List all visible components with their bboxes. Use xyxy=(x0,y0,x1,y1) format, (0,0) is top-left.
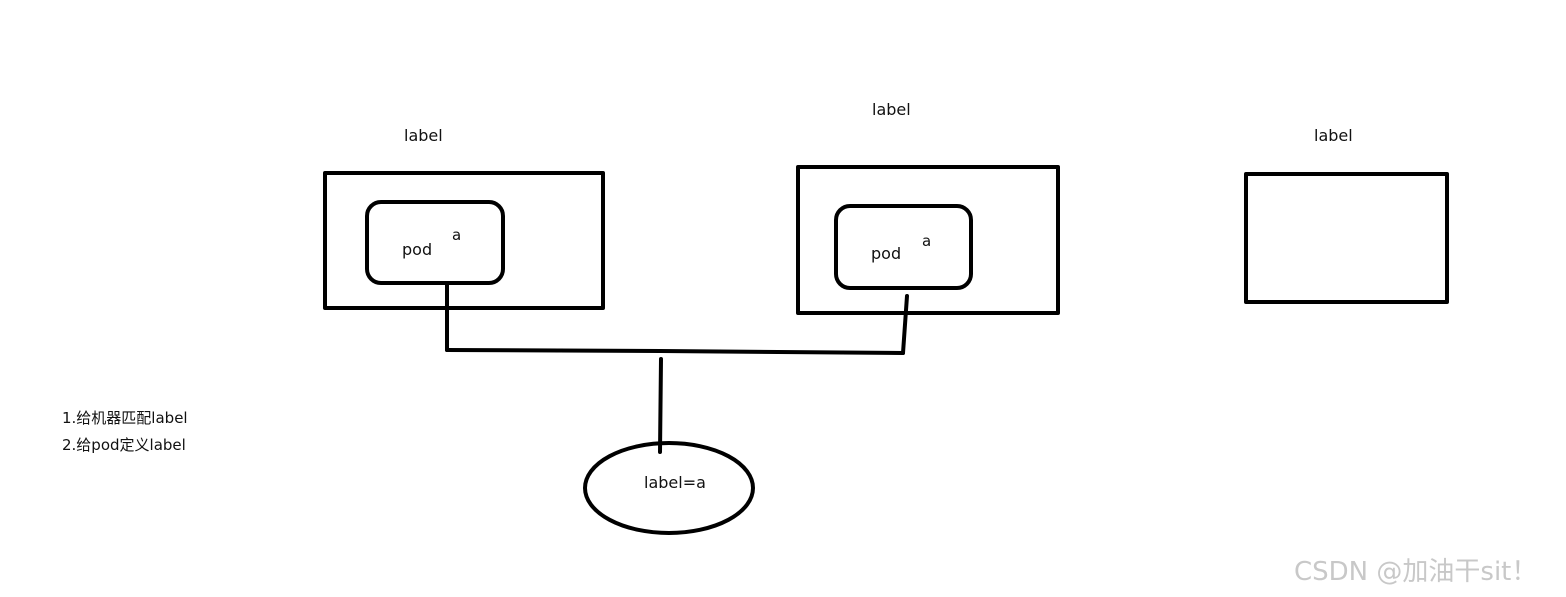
node-1-pod-label: pod xyxy=(402,240,432,259)
selector: label=a xyxy=(583,441,755,535)
node-2-label: label xyxy=(872,100,911,119)
connector-bus xyxy=(445,348,905,355)
node-1-pod-tag: a xyxy=(452,226,461,244)
node-1-box xyxy=(323,171,605,310)
node-3: label xyxy=(1244,126,1449,304)
node-3-box xyxy=(1244,172,1449,304)
connector-selector xyxy=(658,357,663,454)
node-3-label: label xyxy=(1314,126,1353,145)
node-1-label: label xyxy=(404,126,443,145)
node-2-box xyxy=(796,165,1060,315)
node-2-pod-tag: a xyxy=(922,232,931,250)
node-1: label pod a xyxy=(323,126,605,310)
note-2: 2.给pod定义label xyxy=(62,436,186,454)
connectors xyxy=(445,281,909,454)
notes: 1.给机器匹配label 2.给pod定义label xyxy=(62,409,188,454)
node-1-pod xyxy=(365,200,505,285)
note-1: 1.给机器匹配label xyxy=(62,409,188,427)
node-2-pod xyxy=(834,204,973,290)
node-2: label pod a xyxy=(796,100,1060,315)
connector-pod-2 xyxy=(901,294,909,355)
selector-label: label=a xyxy=(644,473,706,492)
watermark: CSDN @加油干sit！ xyxy=(1294,557,1537,587)
selector-ellipse xyxy=(583,441,755,535)
node-2-pod-label: pod xyxy=(871,244,901,263)
